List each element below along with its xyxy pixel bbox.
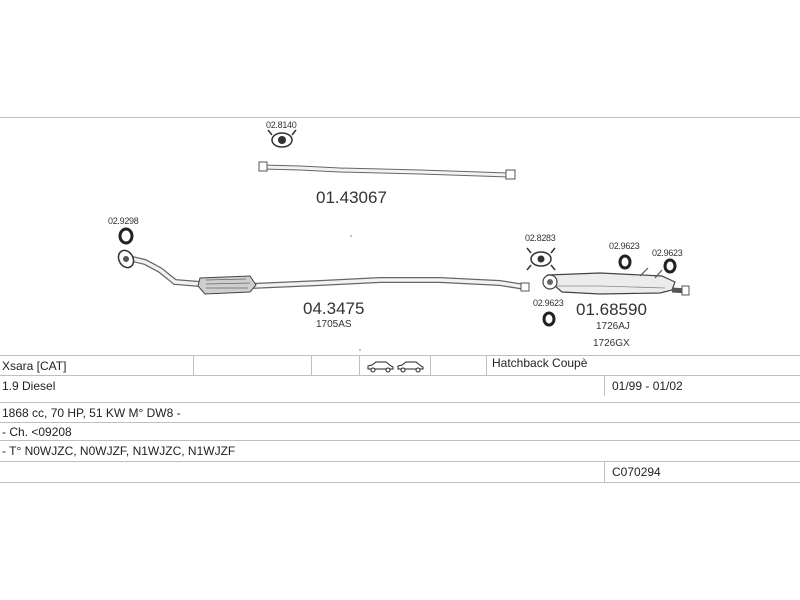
rear-hanger-label-2: 02.9623 <box>652 248 683 258</box>
production-dates: 01/99 - 01/02 <box>612 379 683 393</box>
column-divider <box>486 356 487 376</box>
column-divider <box>604 462 605 482</box>
model-name: Xsara [CAT] <box>2 359 67 373</box>
type-codes: - T° N0WJZC, N0WJZF, N1WJZC, N1WJZF <box>2 444 236 458</box>
engine-row: 1.9 Diesel 01/99 - 01/02 <box>0 375 800 396</box>
column-divider <box>359 356 360 376</box>
rear-silencer-oe-code-2: 1726GX <box>593 338 630 349</box>
exhaust-drawing <box>117 129 690 351</box>
car-body-icon <box>364 358 426 378</box>
engine-specs: 1868 cc, 70 HP, 51 KW M° DW8 - <box>2 406 181 420</box>
specs-row: 1868 cc, 70 HP, 51 KW M° DW8 - <box>0 402 800 423</box>
engine: 1.9 Diesel <box>2 379 56 393</box>
rear-silencer-oe-code-1: 1726AJ <box>596 321 630 332</box>
front-pipe-end <box>520 282 530 292</box>
rear-silencer <box>542 267 690 296</box>
rear-silencer-number: 01.68590 <box>576 300 647 319</box>
rear-hanger-label-1: 02.9623 <box>609 241 640 251</box>
front-gasket-label: 02.9298 <box>108 216 139 226</box>
front-pipe-oe-code: 1705AS <box>316 319 352 330</box>
catalog-code: C070294 <box>612 465 661 479</box>
front-pipe-number: 04.3475 <box>303 299 365 318</box>
tail-clamp-label: 02.8140 <box>266 120 297 130</box>
column-divider <box>604 376 605 396</box>
column-divider <box>311 356 312 376</box>
column-divider <box>430 356 431 376</box>
column-divider <box>193 356 194 376</box>
model-row: Xsara [CAT] Hatchback Coupè <box>0 355 800 376</box>
stray-dot <box>359 349 361 351</box>
hatchback-icons <box>367 361 424 373</box>
rear-hanger-icon <box>618 254 632 270</box>
type-codes-row: - T° N0WJZC, N0WJZF, N1WJZC, N1WJZF <box>0 440 800 461</box>
tail-clamp-icon <box>267 129 297 148</box>
rear-clamp-icon <box>526 247 556 271</box>
top-divider <box>0 117 800 118</box>
rear-hanger-icon <box>663 258 677 274</box>
tail-pipe-number: 01.43067 <box>316 188 387 207</box>
tail-pipe <box>258 161 516 180</box>
chassis: - Ch. <09208 <box>2 425 72 439</box>
rear-hanger-icon <box>542 311 556 327</box>
body-type: Hatchback Coupè <box>492 356 588 370</box>
catalog-row: C070294 <box>0 461 800 483</box>
rear-clamp-label: 02.8283 <box>525 233 556 243</box>
stray-dot <box>350 235 352 237</box>
rear-hanger-label-3: 02.9623 <box>533 298 564 308</box>
front-gasket-icon <box>118 227 134 245</box>
front-flange-icon <box>117 249 135 269</box>
catalytic-converter <box>197 275 257 295</box>
chassis-row: - Ch. <09208 <box>0 422 800 441</box>
front-pipe <box>127 255 526 290</box>
